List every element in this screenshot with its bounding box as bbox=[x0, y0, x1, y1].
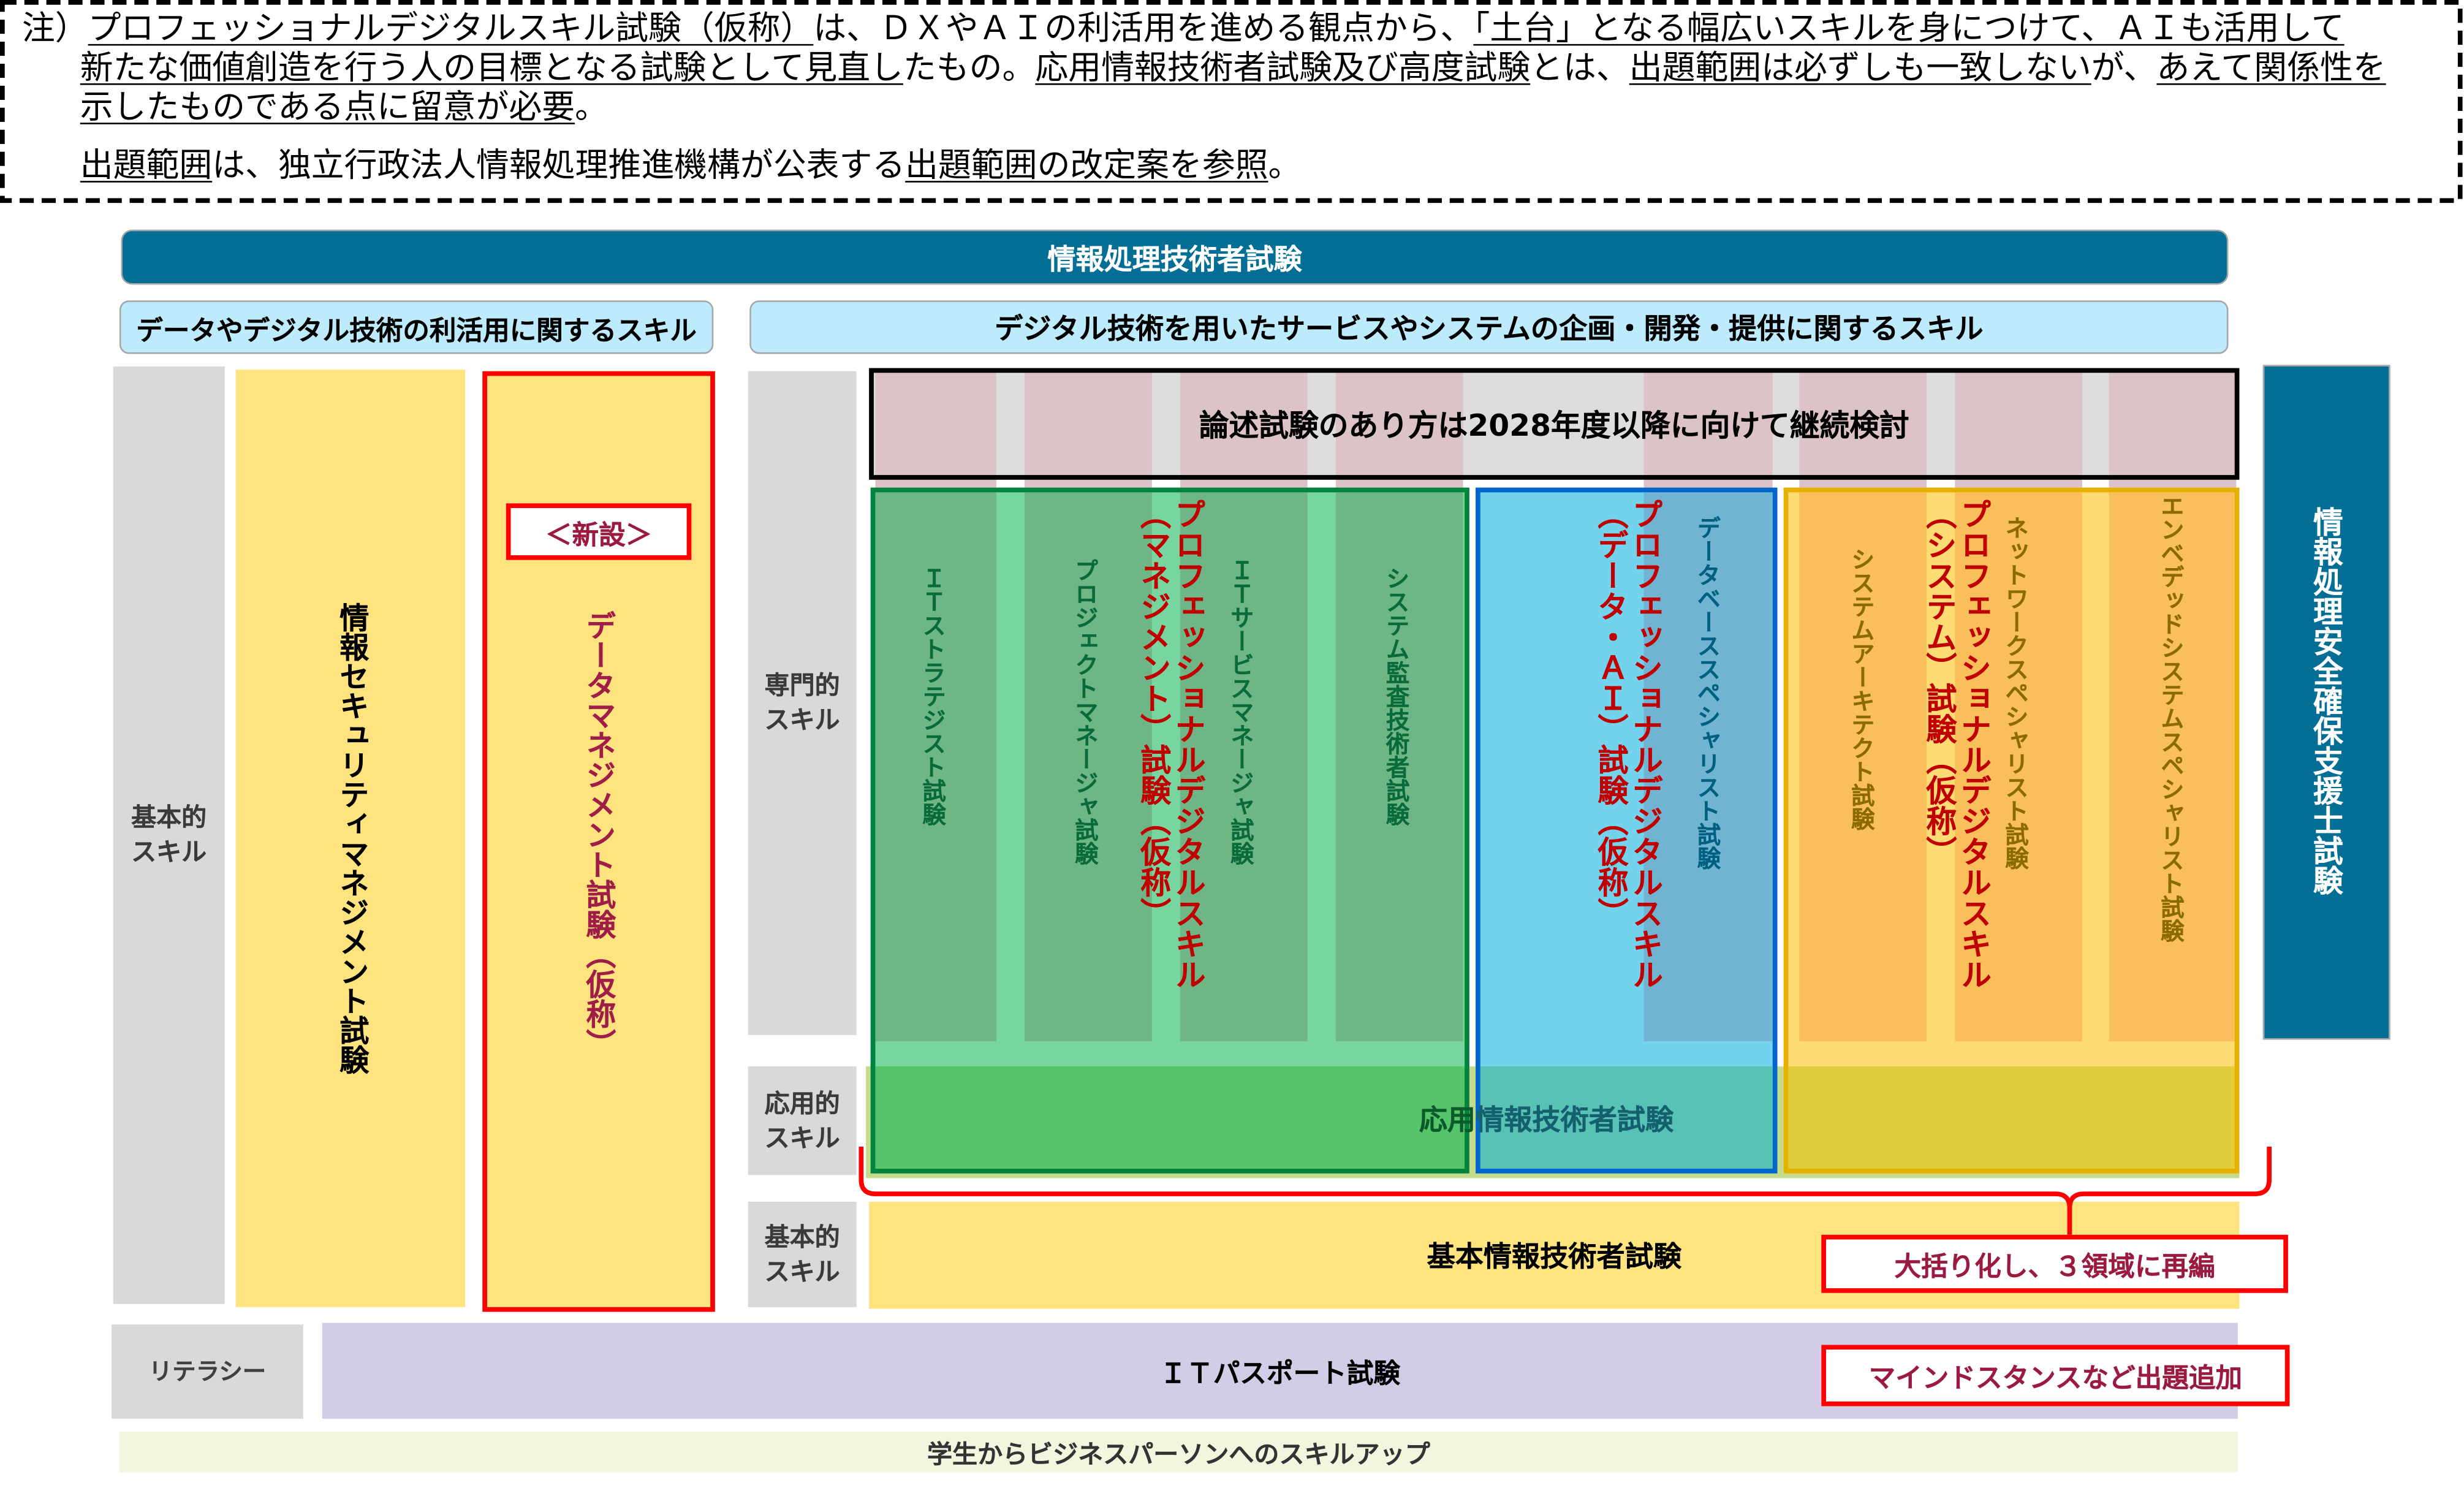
column-stripe bbox=[1643, 373, 1773, 488]
column-stripe bbox=[1799, 373, 1927, 488]
exam-embedded-specialist: エンベデッドシステムスペシャリスト試験 bbox=[2158, 493, 2186, 943]
note-text-underlined: あえて関係性を bbox=[2156, 48, 2386, 87]
skill-up-footer-text: 学生からビジネスパーソンへのスキルアップ bbox=[927, 1439, 1430, 1470]
applied-exam-label: 応用情報技術者試験 bbox=[1419, 1104, 1674, 1139]
level-label-applied: 応用的 スキル bbox=[748, 1066, 857, 1175]
data-ai-group-box bbox=[1476, 487, 1778, 1174]
column-stripe bbox=[875, 373, 996, 488]
column-stripe bbox=[2109, 492, 2235, 1042]
system-group-box bbox=[1783, 487, 2240, 1174]
category-left-bar: データやデジタル技術の利活用に関するスキル bbox=[119, 300, 714, 354]
new-badge: ＜新設＞ bbox=[506, 503, 692, 560]
applied-exam-label-part1: 応用 bbox=[1419, 1104, 1476, 1137]
note-text: は、ＤＸやＡＩの利活用を進める観点から、 bbox=[813, 9, 1474, 47]
column-stripe bbox=[1025, 492, 1152, 1042]
column-stripe bbox=[1955, 373, 2082, 488]
exam-systems-auditor: システム監査技術者試験 bbox=[1382, 566, 1411, 826]
note-text-underlined: 出題範囲は必ずしも一致しない bbox=[1629, 48, 2091, 87]
level-label-basic-left: 基本的 スキル bbox=[113, 366, 225, 1304]
note-text-underlined: 出題範囲 bbox=[80, 146, 213, 184]
column-stripe bbox=[1335, 373, 1463, 488]
note-text: 。 bbox=[1268, 146, 1302, 184]
note-dashed-border bbox=[0, 0, 2463, 203]
callout-regroup: 大括り化し、３領域に再編 bbox=[1821, 1234, 2288, 1293]
note-text: たもの。 bbox=[903, 48, 1036, 87]
column-stripe bbox=[1180, 492, 1308, 1042]
note-text-underlined: 出題範囲の改定案を参照 bbox=[905, 146, 1268, 184]
header-title-bar: 情報処理技術者試験 bbox=[121, 229, 2229, 285]
new-badge-label: ＜新設＞ bbox=[545, 520, 653, 552]
note-line-4: 出題範囲は、独立行政法人情報処理推進機構が公表する出題範囲の改定案を参照。 bbox=[80, 146, 1302, 186]
literacy-label: リテラシー bbox=[148, 1357, 267, 1386]
note-prefix: 注） bbox=[21, 9, 88, 47]
it-passport-label: ＩＴパスポート試験 bbox=[1159, 1359, 1400, 1391]
pro-exam-management: プロフェッショナルデジタルスキル （マネジメント）試験（仮称） bbox=[1134, 498, 1205, 990]
note-text: は、独立行政法人情報処理推進機構が公表する bbox=[212, 146, 906, 184]
note-line-3: 示したものである点に留意が必要。 bbox=[80, 88, 608, 127]
exam-network-specialist: ネットワークスペシャリスト試験 bbox=[2002, 515, 2031, 870]
security-specialist-column bbox=[2262, 365, 2390, 1040]
column-stripe bbox=[1180, 373, 1308, 488]
note-text: 。 bbox=[575, 88, 608, 126]
data-management-exam: データマネジメント試験（仮称） bbox=[581, 610, 616, 1059]
column-stripe bbox=[1025, 373, 1152, 488]
essay-note-box: 論述試験のあり方は2028年度以降に向けて継続検討 bbox=[869, 368, 2240, 480]
category-right-label: デジタル技術を用いたサービスやシステムの企画・開発・提供に関するスキル bbox=[995, 313, 1984, 346]
note-line-1: 注）プロフェッショナルデジタルスキル試験（仮称）は、ＤＸやＡＩの利活用を進める観… bbox=[22, 9, 2345, 48]
skill-up-footer: 学生からビジネスパーソンへのスキルアップ bbox=[119, 1431, 2238, 1473]
column-stripe bbox=[1643, 492, 1773, 1042]
pro-exam-system: プロフェッショナルデジタルスキル （システム）試験（仮称） bbox=[1920, 498, 1992, 990]
note-text-underlined: 応用情報技術者試験及び高度試験 bbox=[1035, 48, 1531, 87]
applied-band-segment bbox=[1788, 1066, 2235, 1169]
security-specialist-exam: 情報処理安全確保支援士試験 bbox=[2308, 506, 2343, 895]
callout-mindstance-text: マインドスタンスなど出題追加 bbox=[1868, 1364, 2243, 1395]
exam-it-strategist: ＩＴストラテジスト試験 bbox=[919, 566, 948, 826]
security-management-exam: 情報セキュリティマネジメント試験 bbox=[335, 602, 368, 1074]
note-text: が、 bbox=[2091, 48, 2157, 87]
exam-project-manager: プロジェクトマネージャ試験 bbox=[1071, 558, 1101, 865]
pro-exam-data-ai: プロフェッショナルデジタルスキル （データ・ＡＩ）試験（仮称） bbox=[1591, 498, 1663, 990]
applied-band-segment bbox=[875, 1066, 1465, 1169]
column-stripe bbox=[1955, 492, 2082, 1042]
note-text-underlined: 新たな価値創造を行う人の目標となる試験として見直し bbox=[80, 48, 903, 87]
column-stripe bbox=[875, 492, 996, 1042]
note-line-2: 新たな価値創造を行う人の目標となる試験として見直したもの。応用情報技術者試験及び… bbox=[80, 49, 2386, 88]
note-text-underlined: 示したものである点に留意が必要 bbox=[80, 88, 575, 126]
applied-band-segment bbox=[1480, 1066, 1773, 1169]
exam-system-architect: システムアーキテクト試験 bbox=[1848, 547, 1877, 831]
note-text: とは、 bbox=[1530, 48, 1629, 87]
category-left-label: データやデジタル技術の利活用に関するスキル bbox=[136, 315, 697, 347]
level-label-specialist: 専門的 スキル bbox=[748, 371, 857, 1035]
column-stripe bbox=[1335, 492, 1463, 1042]
callout-mindstance: マインドスタンスなど出題追加 bbox=[1821, 1345, 2290, 1406]
note-text-underlined: 「土台」となる幅広いスキルを身につけて、ＡＩも活用して bbox=[1473, 9, 2345, 47]
level-label-literacy: リテラシー bbox=[112, 1324, 303, 1419]
level-label-basic-right: 基本的 スキル bbox=[748, 1201, 857, 1307]
security-management-column bbox=[235, 370, 466, 1307]
header-title: 情報処理技術者試験 bbox=[1047, 243, 1302, 276]
category-right-bar: デジタル技術を用いたサービスやシステムの企画・開発・提供に関するスキル bbox=[749, 300, 2229, 354]
exam-it-service-manager: ＩＴサービスマネージャ試験 bbox=[1227, 558, 1256, 865]
column-stripe bbox=[2109, 373, 2237, 488]
callout-regroup-text: 大括り化し、３領域に再編 bbox=[1894, 1252, 2215, 1284]
management-group-box bbox=[870, 487, 1469, 1174]
applied-exam-label-part2: 情報技術者試験 bbox=[1476, 1104, 1674, 1137]
fundamental-exam-label: 基本情報技術者試験 bbox=[1427, 1241, 1682, 1274]
column-stripe bbox=[1799, 492, 1927, 1042]
note-text-underlined: プロフェッショナルデジタルスキル試験（仮称） bbox=[88, 9, 814, 47]
exam-database-specialist: データベーススペシャリスト試験 bbox=[1694, 515, 1723, 870]
essay-note-text: 論述試験のあり方は2028年度以降に向けて継続検討 bbox=[1199, 409, 1909, 444]
